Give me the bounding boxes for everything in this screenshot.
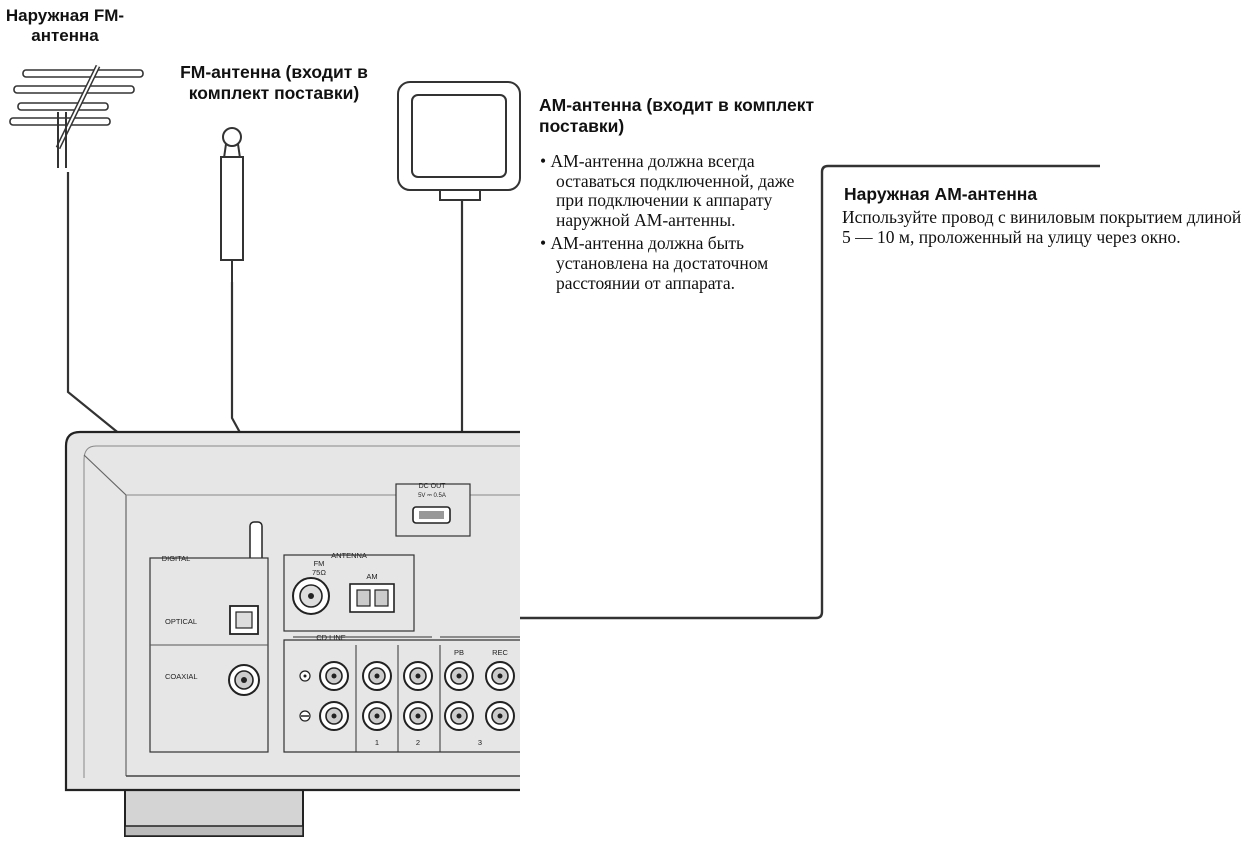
am-antenna-notes: • АМ-антенна должна всегда оставаться по… bbox=[540, 151, 802, 293]
pb-label: PB bbox=[454, 648, 464, 657]
outdoor-am-antenna-label: Наружная АМ-антенна bbox=[844, 184, 1038, 204]
am-note-1: • АМ-антенна должна всегда оставаться по… bbox=[540, 151, 795, 230]
optical-label: OPTICAL bbox=[165, 617, 197, 626]
outdoor-fm-antenna bbox=[9, 64, 144, 168]
am-loop-antenna bbox=[397, 81, 521, 201]
input-3-label: 3 bbox=[478, 738, 482, 747]
rec-label: REC bbox=[492, 648, 508, 657]
fm-ohm-label: 75Ω bbox=[312, 568, 326, 577]
outdoor-fm-antenna-label: Наружная FM-антенна bbox=[5, 6, 125, 46]
rear-panel: DC OUT 5V ⎓ 0.5A DIGITAL ANTENNA FM 75Ω … bbox=[64, 430, 520, 837]
dc-out-rating: 5V ⎓ 0.5A bbox=[418, 493, 446, 499]
am-jack-label: AM bbox=[366, 572, 377, 581]
cd-line-label: CD LINE bbox=[316, 633, 346, 642]
input-2-label: 2 bbox=[416, 738, 420, 747]
outdoor-am-antenna-desc: Используйте провод с виниловым покрытием… bbox=[842, 207, 1242, 247]
digital-label: DIGITAL bbox=[162, 554, 191, 563]
input-1-label: 1 bbox=[375, 738, 379, 747]
fm-jack-label: FM bbox=[314, 559, 325, 568]
am-antenna-label: АМ-антенна (входит в комплект поставки) bbox=[539, 95, 815, 136]
coaxial-label: COAXIAL bbox=[165, 672, 198, 681]
antenna-label: ANTENNA bbox=[331, 551, 367, 560]
fm-antenna-label: FM-антенна (входит в комплект поставки) bbox=[180, 62, 368, 103]
outdoor-am-wire bbox=[390, 164, 1100, 620]
dc-out-label: DC OUT bbox=[419, 483, 447, 490]
fm-antenna bbox=[220, 127, 244, 282]
am-note-2: • АМ-антенна должна быть установлена на … bbox=[540, 233, 769, 293]
